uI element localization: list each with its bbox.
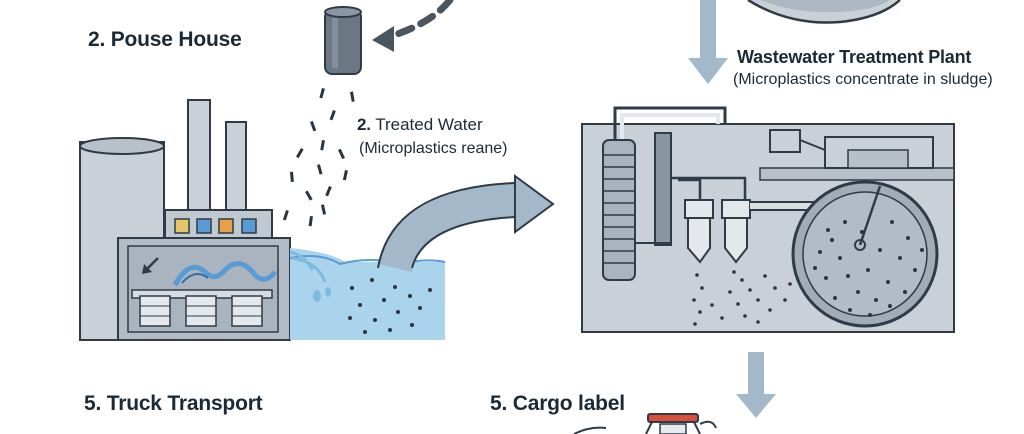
window-orange bbox=[218, 218, 234, 234]
wwtp-sublabel: (Microplastics concentrate in sludge) bbox=[733, 71, 993, 88]
down-arrow-to-plant bbox=[688, 0, 728, 84]
pool-particles bbox=[348, 278, 432, 334]
flow-arrow-to-plant bbox=[377, 174, 555, 273]
truck-transport-label: 5. Truck Transport bbox=[84, 392, 263, 415]
window-blue bbox=[196, 218, 212, 234]
canister-icon bbox=[324, 6, 362, 75]
treated-water-heading: 2. Treated Water bbox=[357, 115, 483, 135]
treatment-plant bbox=[581, 106, 955, 333]
truck-icon bbox=[573, 413, 717, 434]
falling-particles bbox=[282, 87, 355, 227]
window-blue-2 bbox=[241, 218, 257, 234]
treated-water-sublabel: (Microplastics reane) bbox=[359, 140, 508, 157]
water-pool bbox=[289, 248, 446, 340]
cargo-label-label: 5. Cargo label bbox=[490, 392, 625, 415]
wwtp-title: Wastewater Treatment Plant bbox=[737, 47, 972, 67]
window-yellow bbox=[174, 218, 190, 234]
sludge-particles bbox=[692, 220, 924, 326]
pouse-house-label: 2. Pouse House bbox=[88, 28, 242, 51]
down-arrow-to-cargo bbox=[736, 352, 776, 418]
factory-building bbox=[79, 99, 291, 341]
treated-water-label: Treated Water bbox=[375, 115, 483, 134]
dashed-curved-arrow bbox=[372, 0, 454, 52]
treated-water-number: 2. bbox=[357, 115, 371, 134]
settling-tank-top bbox=[747, 0, 901, 24]
